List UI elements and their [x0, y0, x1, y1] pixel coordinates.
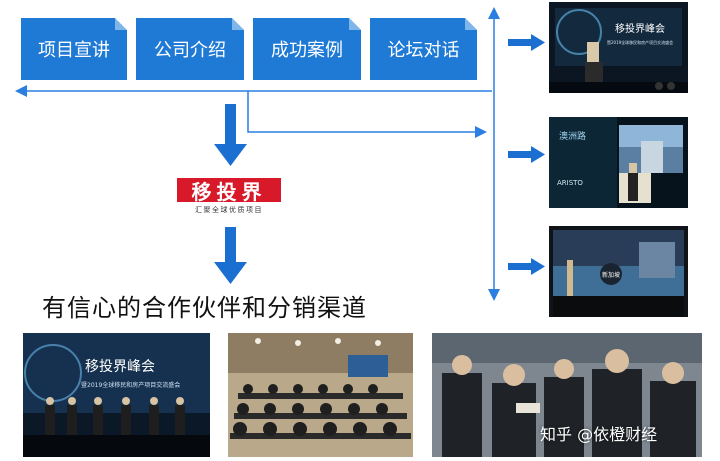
- photo-brand: ARISTO: [557, 179, 583, 187]
- logo: 移投界: [177, 178, 281, 204]
- photo-subtitle: 暨2019全球移民和房产项目交流盛会: [81, 381, 180, 389]
- tab-project-presentation: 项目宣讲: [21, 18, 127, 80]
- photo-subtitle: 暨2019全球移民和房产项目交流盛会: [607, 39, 673, 45]
- logo-tagline: 汇聚全球优质项目: [195, 206, 263, 214]
- tab-label: 公司介绍: [154, 40, 226, 61]
- down-arrow-1: [214, 104, 247, 166]
- photo-speaker-podium: 澳洲路 ARISTO: [549, 117, 688, 208]
- photo-badge: 新加坡: [602, 271, 620, 279]
- headline: 有信心的合作伙伴和分销渠道: [42, 294, 367, 322]
- photo-panel-stage: 移投界峰会 暨2019全球移民和房产项目交流盛会: [23, 333, 210, 457]
- photo-title: 移投界峰会: [85, 359, 155, 375]
- photo-conference-hall: [228, 333, 413, 457]
- right-arrow-1: [508, 34, 545, 51]
- right-arrow-2: [508, 146, 545, 163]
- tab-company-intro: 公司介绍: [136, 18, 244, 80]
- photo-sign: 澳洲路: [559, 130, 586, 142]
- watermark: 知乎 @依橙财经: [540, 425, 658, 444]
- photo-audience: [432, 333, 702, 457]
- tab-label: 论坛对话: [387, 40, 460, 61]
- tab-success-cases: 成功案例: [253, 18, 361, 80]
- connector-line: [247, 91, 487, 138]
- photo-title: 移投界峰会: [615, 22, 665, 35]
- logo-name: 移投界: [191, 179, 267, 204]
- right-arrow-3: [508, 258, 545, 275]
- down-arrow-2: [214, 227, 247, 284]
- tab-label: 成功案例: [271, 40, 343, 61]
- tab-label: 项目宣讲: [38, 40, 110, 61]
- photo-summit-stage: 移投界峰会 暨2019全球移民和房产项目交流盛会: [549, 2, 688, 93]
- photo-large-screen: 新加坡: [549, 226, 688, 317]
